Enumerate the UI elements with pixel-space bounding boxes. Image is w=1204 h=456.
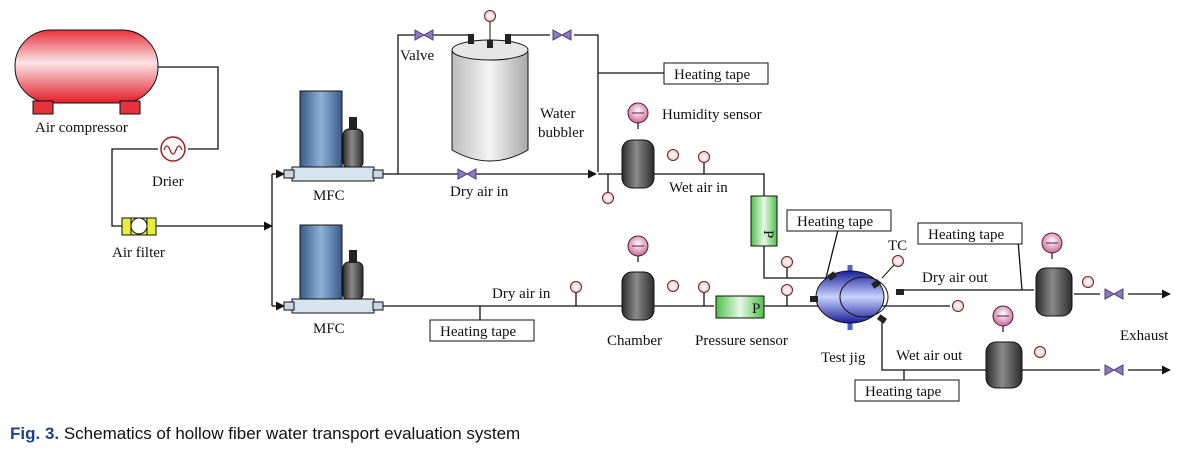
svg-text:Heating tape: Heating tape <box>674 67 751 83</box>
air-filter-label: Air filter <box>112 245 165 261</box>
thermocouple-icon <box>698 151 710 163</box>
piping <box>111 34 1171 380</box>
svg-text:Heating tape: Heating tape <box>865 384 942 400</box>
dry-out-sensor <box>1035 232 1073 317</box>
heating-tape-bottom: Heating tape <box>429 319 535 342</box>
svg-text:P: P <box>752 301 760 317</box>
exhaust-label: Exhaust <box>1120 328 1169 344</box>
thermocouple-icon <box>667 149 679 161</box>
figure-number: Fig. 3. <box>10 424 60 443</box>
svg-text:Heating tape: Heating tape <box>797 214 874 230</box>
humidity-sensor-label: Humidity sensor <box>662 107 762 123</box>
thermocouple-icon <box>698 281 710 293</box>
figure-caption: Fig. 3. Schematics of hollow fiber water… <box>10 424 520 444</box>
thermocouple-icon <box>1034 346 1046 358</box>
air-compressor: Air compressor <box>14 29 159 136</box>
svg-text:Heating tape: Heating tape <box>440 324 517 340</box>
mfc-bottom-label: MFC <box>313 321 345 337</box>
air-compressor-label: Air compressor <box>35 120 128 136</box>
thermocouple-icon <box>602 192 614 204</box>
chamber: Chamber <box>607 235 662 349</box>
valve-dry-air-icon[interactable] <box>457 168 477 180</box>
thermocouple-icon <box>781 256 793 268</box>
valve-outlet-icon[interactable] <box>552 29 572 41</box>
valve-inlet-icon[interactable] <box>414 29 434 41</box>
pressure-sensor-lower: P Pressure sensor <box>695 295 788 349</box>
bubbler-label: bubbler <box>538 125 584 141</box>
mfc-top: MFC <box>283 90 384 204</box>
drier: Drier <box>152 136 186 190</box>
heating-tape-lower: Heating tape <box>854 379 960 402</box>
caption-text: Schematics of hollow fiber water transpo… <box>59 424 521 443</box>
valve-wet-exhaust-icon[interactable] <box>1104 364 1124 376</box>
valve-dry-exhaust-icon[interactable] <box>1104 288 1124 300</box>
svg-text:P: P <box>760 230 776 238</box>
pressure-sensor-label: Pressure sensor <box>695 333 788 349</box>
test-jig-label: Test jig <box>821 350 866 366</box>
test-jig: TC Test jig <box>810 238 907 366</box>
drier-label: Drier <box>152 174 184 190</box>
thermocouple-icon <box>667 280 679 292</box>
dry-air-in-bottom-label: Dry air in <box>492 286 551 302</box>
water-bubbler: Water bubbler <box>451 10 584 162</box>
mfc-bottom: MFC <box>283 224 384 337</box>
wet-air-in-label: Wet air in <box>669 180 728 196</box>
heating-tape-mid: Heating tape <box>786 209 892 232</box>
thermocouple-icon <box>1082 276 1094 288</box>
mfc-top-label: MFC <box>313 188 345 204</box>
valve-label: Valve <box>400 48 434 64</box>
dry-air-in-top-label: Dry air in <box>450 184 509 200</box>
thermocouple-icon <box>952 300 964 312</box>
wet-out-sensor <box>985 305 1023 389</box>
wet-air-out-label: Wet air out <box>896 348 963 364</box>
heating-tape-top: Heating tape <box>663 62 769 85</box>
air-filter: Air filter <box>112 217 165 261</box>
svg-text:Heating tape: Heating tape <box>928 227 1005 243</box>
thermocouple-icon <box>570 281 582 293</box>
heating-tape-right: Heating tape <box>917 222 1023 245</box>
dry-air-out-label: Dry air out <box>922 270 989 286</box>
chamber-label: Chamber <box>607 333 662 349</box>
humidity-sensor: Humidity sensor <box>621 102 762 189</box>
pressure-sensor-upper: P <box>750 195 778 247</box>
water-label: Water <box>540 106 575 122</box>
tc-label: TC <box>888 238 907 254</box>
thermocouple-icon <box>781 284 793 296</box>
